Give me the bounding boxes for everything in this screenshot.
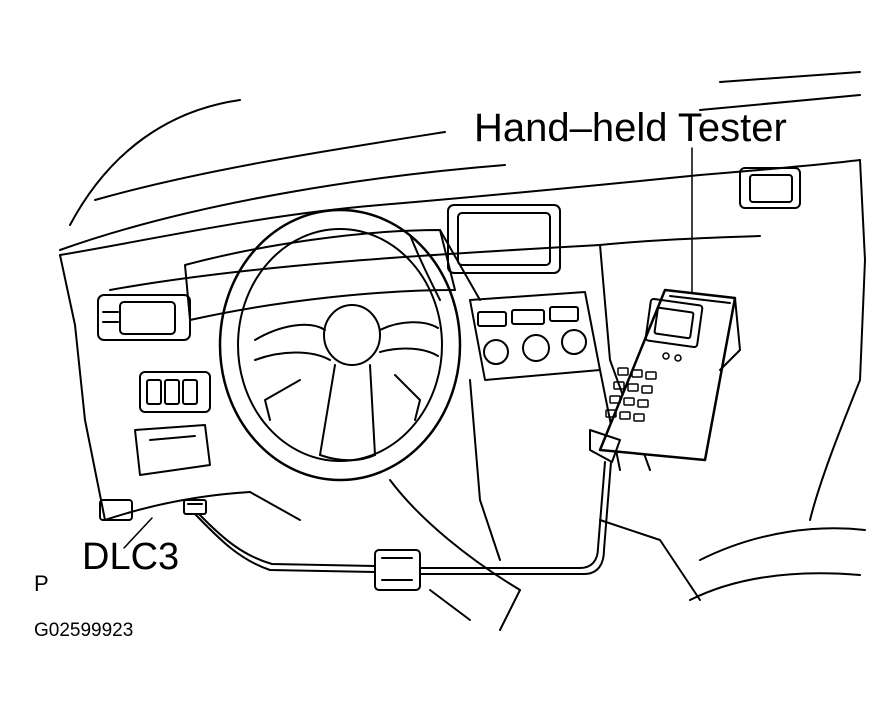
dashboard-body (59, 159, 866, 521)
corner-mark: P (34, 571, 49, 596)
dlc3-leader-line (123, 517, 153, 549)
figure-id: G02599923 (34, 620, 134, 641)
steering-wheel (218, 208, 462, 482)
hand-held-tester (589, 288, 741, 463)
dlc3-connector (183, 499, 207, 515)
left-air-vent (97, 294, 191, 341)
tester-keypad (605, 352, 682, 422)
center-console (409, 204, 621, 561)
tester-callout: Hand–held Tester (474, 106, 787, 150)
dlc3-callout: DLC3 (82, 536, 180, 578)
floor-and-seat (249, 479, 866, 631)
switch-panel (99, 371, 211, 521)
leader-lines (123, 147, 693, 549)
tester-cable (194, 461, 612, 591)
windshield-lines (59, 71, 861, 251)
